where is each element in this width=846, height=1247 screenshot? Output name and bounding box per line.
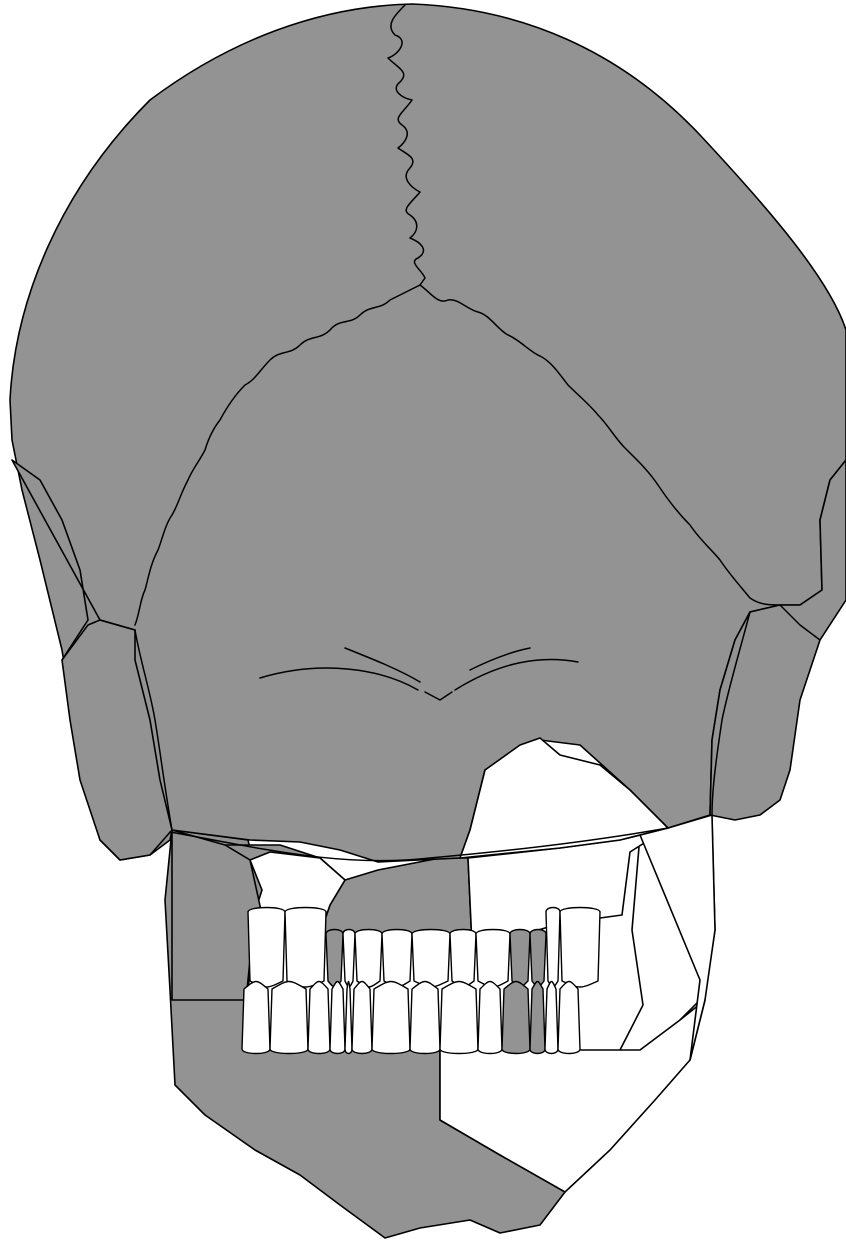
lower-tooth-1 bbox=[242, 982, 270, 1054]
upper-tooth-10 bbox=[510, 930, 530, 988]
lower-tooth-9 bbox=[440, 982, 478, 1054]
upper-tooth-12 bbox=[546, 908, 560, 988]
lower-dentition bbox=[242, 982, 580, 1054]
lower-tooth-5 bbox=[345, 982, 352, 1054]
lower-tooth-8 bbox=[410, 982, 440, 1054]
lower-tooth-12 bbox=[530, 982, 545, 1054]
upper-tooth-2 bbox=[285, 908, 326, 988]
lower-tooth-2 bbox=[270, 982, 308, 1054]
upper-tooth-5 bbox=[355, 930, 382, 988]
upper-tooth-4 bbox=[343, 930, 355, 988]
upper-tooth-9 bbox=[476, 930, 510, 988]
lower-tooth-3 bbox=[308, 982, 330, 1054]
lower-tooth-13 bbox=[545, 982, 558, 1054]
upper-tooth-11 bbox=[530, 930, 546, 988]
upper-tooth-3 bbox=[326, 930, 343, 988]
upper-tooth-6 bbox=[382, 930, 412, 988]
lower-tooth-11 bbox=[502, 982, 530, 1054]
lower-tooth-6 bbox=[352, 982, 372, 1054]
upper-tooth-8 bbox=[450, 930, 476, 988]
lower-tooth-10 bbox=[478, 982, 502, 1054]
upper-tooth-7 bbox=[412, 930, 450, 988]
lower-tooth-7 bbox=[372, 982, 410, 1054]
upper-tooth-1 bbox=[248, 908, 285, 988]
lower-tooth-4 bbox=[330, 982, 345, 1054]
lower-tooth-14 bbox=[558, 982, 580, 1054]
upper-tooth-13 bbox=[560, 908, 600, 988]
